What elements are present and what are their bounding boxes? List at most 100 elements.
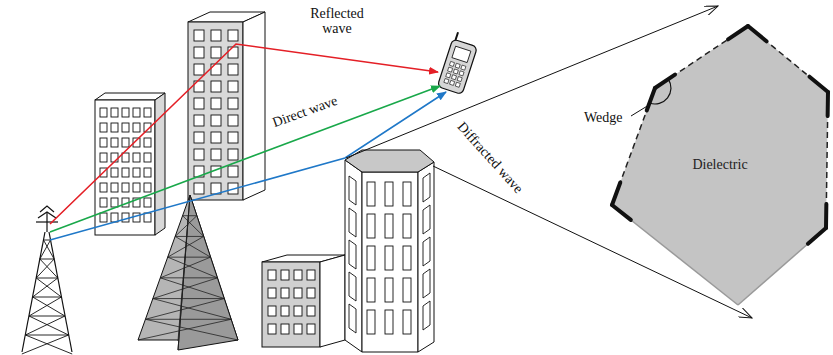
window	[133, 168, 140, 177]
window	[144, 183, 151, 192]
hexagon-edge	[612, 88, 655, 205]
window	[194, 149, 204, 160]
window	[294, 270, 302, 280]
hexagon-edge	[655, 26, 748, 88]
window	[111, 168, 118, 177]
window	[268, 324, 276, 334]
wedge-label: Wedge	[584, 110, 623, 125]
window	[403, 310, 411, 334]
stroke	[40, 240, 51, 259]
stroke	[153, 298, 224, 299]
window	[194, 98, 204, 109]
window	[268, 288, 276, 298]
stroke	[25, 316, 65, 335]
window	[122, 138, 129, 147]
wedge-arc	[650, 79, 671, 104]
phone-key	[461, 65, 466, 70]
stroke	[183, 215, 197, 216]
stroke	[175, 216, 197, 237]
phone-key	[448, 67, 453, 72]
phone-key	[450, 80, 455, 85]
window	[367, 278, 375, 302]
window	[144, 168, 151, 177]
window	[228, 98, 238, 109]
stroke	[40, 259, 54, 260]
window	[349, 176, 356, 205]
stroke	[168, 257, 218, 278]
phone-key	[459, 71, 464, 76]
lattice-tower	[138, 195, 238, 350]
window	[228, 166, 238, 177]
stroke	[175, 236, 210, 257]
window	[349, 240, 356, 269]
window	[211, 98, 221, 109]
phone-key	[453, 69, 458, 74]
stroke	[168, 257, 211, 258]
hexagon-edge	[826, 92, 828, 228]
window	[281, 306, 289, 316]
window	[294, 306, 302, 316]
stroke	[160, 257, 210, 278]
wedge-edge	[748, 26, 767, 41]
window	[100, 183, 107, 192]
window	[385, 246, 393, 270]
window	[122, 213, 129, 222]
window	[228, 132, 238, 143]
stroke	[33, 297, 65, 316]
window	[111, 198, 118, 207]
stroke	[178, 195, 190, 350]
phone-key	[446, 73, 451, 78]
stroke	[29, 297, 61, 316]
wedge-edge	[824, 204, 828, 228]
stroke	[36, 259, 54, 278]
window	[211, 149, 221, 160]
window	[100, 198, 107, 207]
tall-building	[188, 12, 265, 200]
window	[367, 246, 375, 270]
window	[349, 208, 356, 237]
stroke	[29, 316, 69, 335]
window	[133, 123, 140, 132]
window	[268, 270, 276, 280]
window	[385, 310, 393, 334]
window	[100, 108, 107, 117]
wedge-edge	[612, 205, 631, 220]
window	[281, 270, 289, 280]
window	[228, 149, 238, 160]
window	[144, 138, 151, 147]
window	[100, 213, 107, 222]
diffracted-ray	[50, 92, 446, 240]
window	[228, 47, 238, 58]
window	[111, 108, 118, 117]
region-label: Dielectric	[692, 157, 747, 173]
window	[211, 30, 221, 41]
stroke	[36, 278, 61, 297]
window	[307, 324, 315, 334]
window	[367, 182, 375, 206]
phone-key	[455, 63, 460, 68]
window	[144, 198, 151, 207]
wedge-edge	[612, 182, 620, 205]
stroke	[40, 259, 58, 278]
phone-key	[457, 77, 462, 82]
window	[194, 64, 204, 75]
stroke	[160, 278, 224, 299]
stroke	[22, 335, 69, 354]
window	[211, 81, 221, 92]
wedge-edge	[655, 75, 675, 88]
wave-label: Direct wave	[270, 93, 339, 131]
stroke	[160, 277, 217, 278]
wave-label: Reflected wave	[302, 6, 372, 37]
stroke	[25, 335, 72, 354]
window	[194, 115, 204, 126]
stroke	[153, 299, 231, 320]
stroke	[145, 299, 224, 320]
window	[423, 173, 430, 202]
hexagonal-building	[345, 150, 434, 352]
stroke	[29, 316, 65, 317]
stroke	[138, 319, 231, 340]
hexagon-edge	[748, 26, 828, 92]
window	[144, 153, 151, 162]
window	[349, 272, 356, 301]
